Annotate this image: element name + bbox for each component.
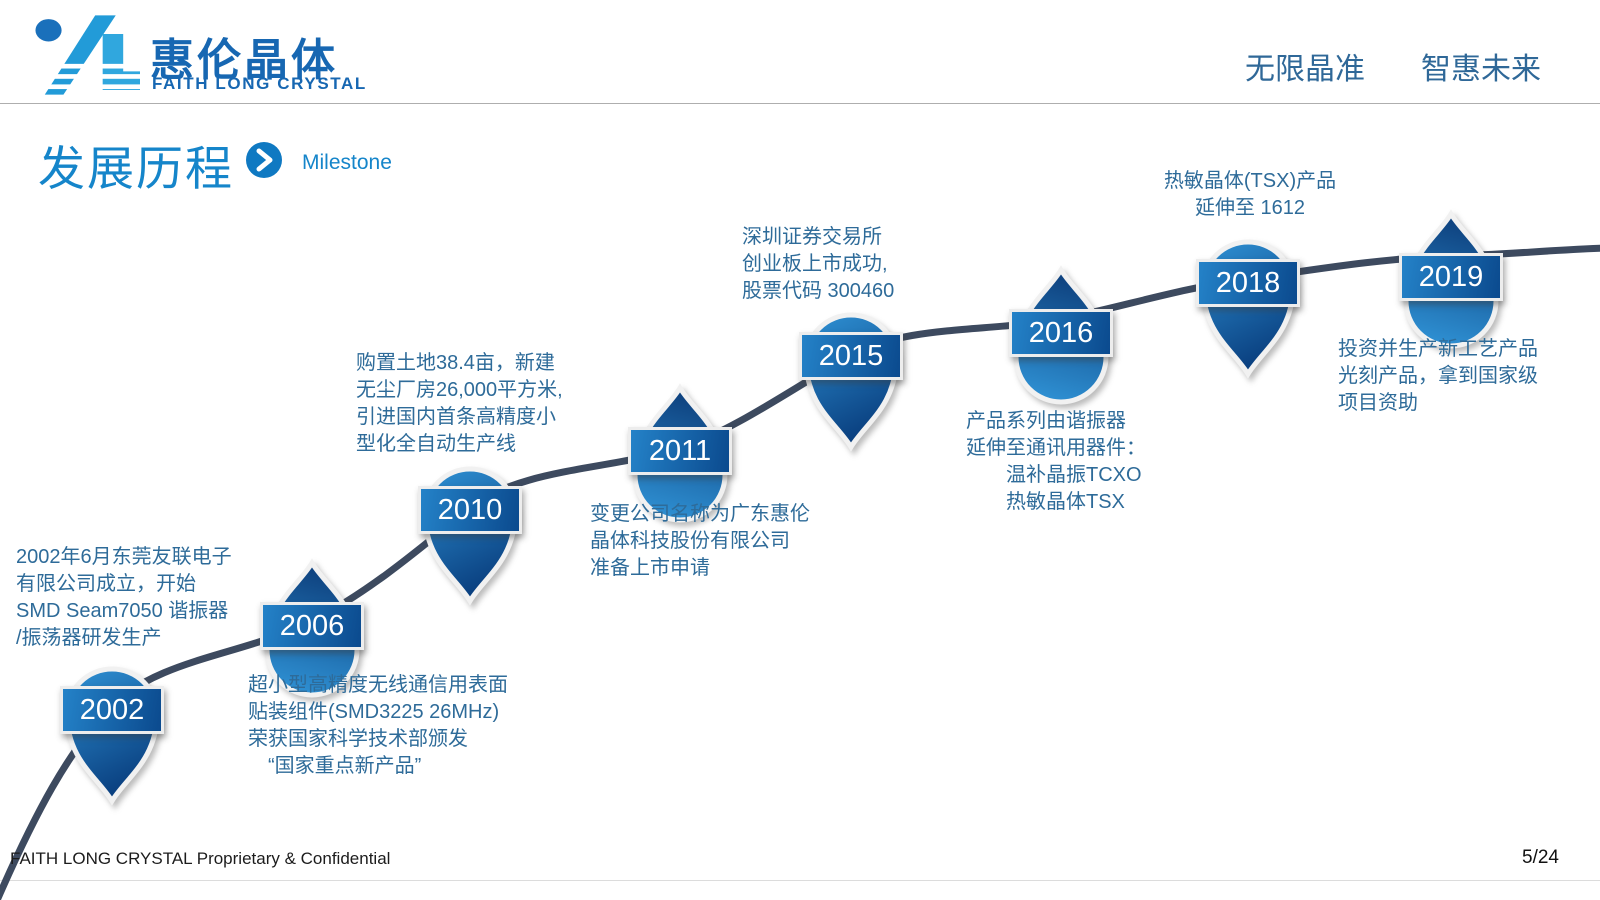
confidential-notice: FAITH LONG CRYSTAL Proprietary & Confide… xyxy=(10,849,391,868)
milestone-2006-note: 超小型高精度无线通信用表面 贴装组件(SMD3225 26MHz) 荣获国家科学… xyxy=(248,674,508,777)
page-title: 发展历程 xyxy=(38,142,234,195)
milestone-2010-marker: 2010 xyxy=(410,456,530,606)
year-label: 2015 xyxy=(818,339,884,372)
milestone-2018-marker: 2018 xyxy=(1188,229,1308,379)
year-label: 2018 xyxy=(1215,266,1281,299)
year-banner: 2016 xyxy=(1009,309,1113,357)
chevron-right-icon xyxy=(246,142,282,178)
milestone-2019-marker: 2019 xyxy=(1391,209,1511,359)
year-label: 2016 xyxy=(1028,316,1094,349)
milestone-2018-note: 热敏晶体(TSX)产品 延伸至 1612 xyxy=(1163,170,1337,219)
year-label: 2011 xyxy=(648,434,712,467)
year-banner: 2010 xyxy=(418,486,522,534)
year-banner: 2006 xyxy=(260,602,364,650)
milestone-2019-note: 投资并生产新工艺产品 光刻产品，拿到国家级 项目资助 xyxy=(1338,338,1538,414)
milestone-2010-note: 购置土地38.4亩，新建 无尘厂房26,000平方米, 引进国内首条高精度小 型… xyxy=(356,352,563,455)
year-banner: 2002 xyxy=(60,686,164,734)
footer-divider xyxy=(0,880,1600,881)
year-banner: 2011 xyxy=(628,427,732,475)
company-name-en: FAITH LONG CRYSTAL xyxy=(152,74,367,93)
header-divider xyxy=(0,103,1600,104)
page-subtitle: Milestone xyxy=(302,151,392,174)
company-slogan: 无限晶准 智惠未来 xyxy=(1245,44,1541,88)
milestone-2011-marker: 2011 xyxy=(620,383,740,533)
milestone-2002-marker: 2002 xyxy=(52,656,172,806)
year-label: 2002 xyxy=(79,693,145,726)
milestone-2002-note: 2002年6月东莞友联电子 有限公司成立，开始 SMD Seam7050 谐振器… xyxy=(16,546,232,649)
year-label: 2010 xyxy=(437,493,503,526)
page-number: 5/24 xyxy=(1522,847,1559,868)
milestone-2015-marker: 2015 xyxy=(791,302,911,452)
year-banner: 2019 xyxy=(1399,253,1503,301)
year-label: 2019 xyxy=(1418,260,1484,293)
milestone-2016-marker: 2016 xyxy=(1001,265,1121,415)
milestone-2011-note: 变更公司名称为广东惠伦 晶体科技股份有限公司 准备上市申请 xyxy=(590,503,810,579)
slogan-right: 智惠未来 xyxy=(1421,53,1541,86)
company-name-cn: 惠伦晶体 xyxy=(150,36,338,85)
year-banner: 2015 xyxy=(799,332,903,380)
company-logo-icon xyxy=(28,15,140,95)
milestone-2015-note: 深圳证券交易所 创业板上市成功, 股票代码 300460 xyxy=(742,226,895,302)
milestone-2006-marker: 2006 xyxy=(252,558,372,708)
year-banner: 2018 xyxy=(1196,259,1300,307)
milestone-2016-note: 产品系列由谐振器 延伸至通讯用器件： 温补晶振TCXO 热敏晶体TSX xyxy=(966,410,1146,513)
year-label: 2006 xyxy=(279,609,345,642)
slogan-left: 无限晶准 xyxy=(1245,53,1365,86)
